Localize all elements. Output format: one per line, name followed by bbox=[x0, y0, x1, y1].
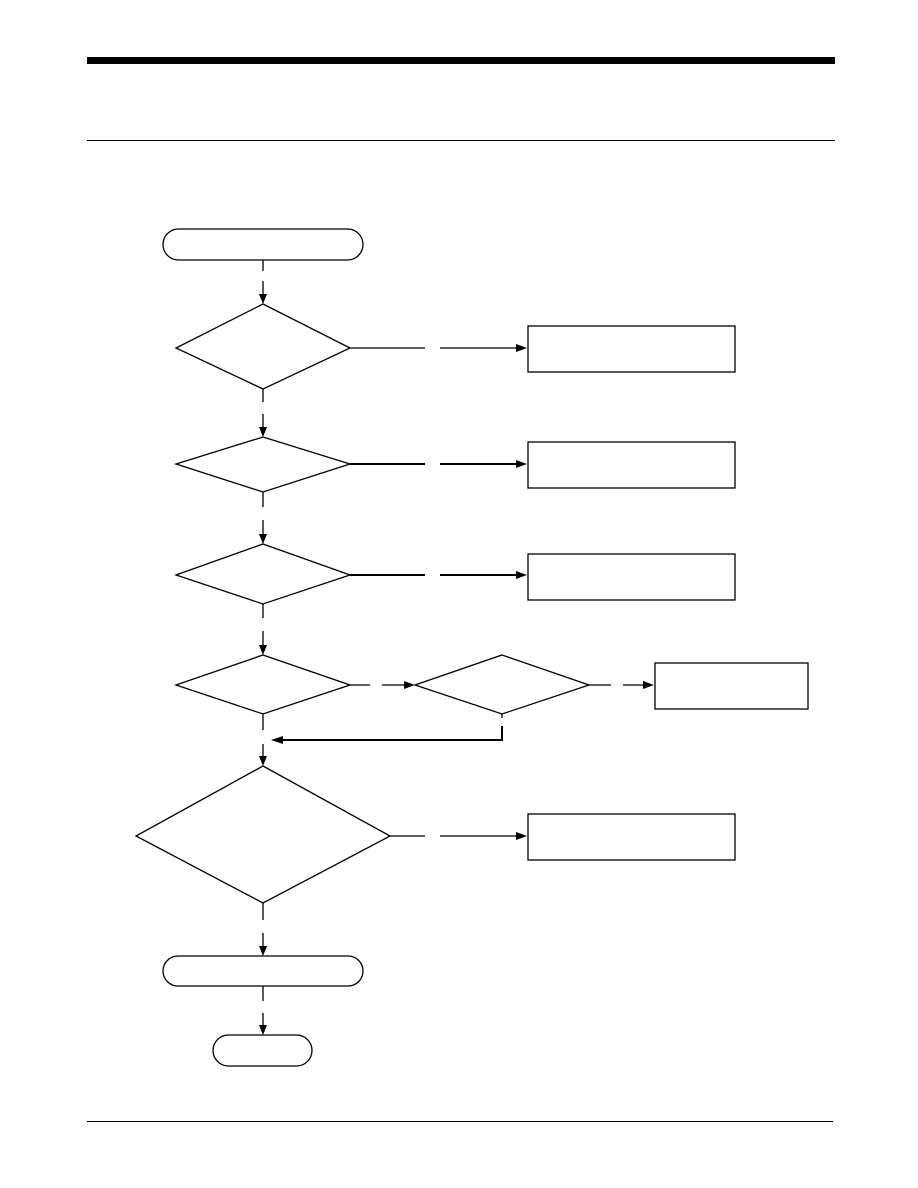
edge-decision-1-to-decision-2 bbox=[259, 389, 267, 437]
decision-2-diamond bbox=[173, 436, 353, 493]
decision-5-diamond bbox=[134, 765, 392, 904]
process-final-terminator bbox=[162, 955, 364, 987]
edge-decision-3-to-decision-4 bbox=[259, 604, 267, 655]
edge-decision-4-to-decision-5 bbox=[259, 714, 267, 766]
edge-decision-3-to-action-3 bbox=[350, 571, 527, 579]
edge-process-final-to-end bbox=[259, 986, 267, 1035]
edge-decision-4-to-decision-4b bbox=[350, 681, 415, 689]
action-4-box bbox=[654, 662, 809, 710]
decision-4-diamond bbox=[173, 654, 353, 715]
edge-start-to-decision-1 bbox=[259, 260, 267, 304]
action-3-box bbox=[527, 553, 736, 601]
edge-decision-1-to-action-1 bbox=[350, 344, 527, 352]
decision-4b-diamond bbox=[412, 654, 592, 715]
decision-3-diamond bbox=[174, 543, 352, 605]
action-1-box bbox=[527, 325, 736, 373]
edge-decision-2-to-action-2 bbox=[350, 460, 527, 468]
header-thick-rule bbox=[87, 57, 835, 64]
edge-decision-2-to-decision-3 bbox=[259, 492, 267, 544]
action-5-box bbox=[527, 813, 736, 861]
decision-1-diamond bbox=[174, 303, 352, 390]
footer-rule bbox=[87, 1121, 833, 1122]
end-terminator bbox=[212, 1034, 313, 1067]
edge-decision-4b-to-action-4 bbox=[589, 681, 654, 689]
header-thin-rule bbox=[87, 140, 835, 141]
action-2-box bbox=[527, 441, 736, 489]
edge-decision-4b-return bbox=[271, 714, 503, 744]
edge-decision-5-to-process-final bbox=[259, 903, 267, 956]
edge-decision-5-to-action-5 bbox=[390, 832, 527, 840]
start-terminator bbox=[162, 228, 364, 261]
